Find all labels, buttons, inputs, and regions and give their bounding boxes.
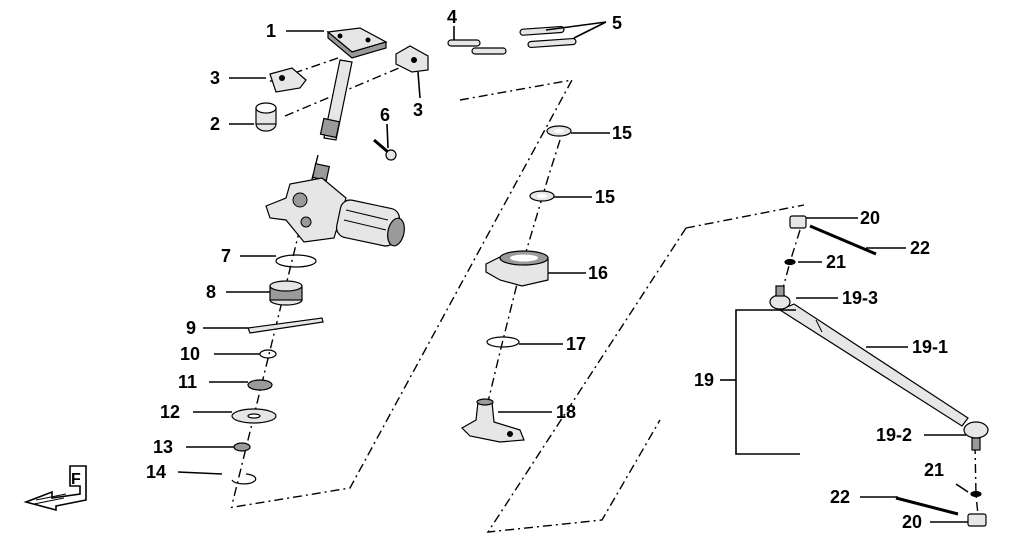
callout-21-lower: 21 <box>924 460 944 480</box>
callout-10: 10 <box>180 344 200 364</box>
callout-17: 17 <box>566 334 586 354</box>
part-washer-upper <box>784 258 796 266</box>
callout-3-left: 3 <box>210 68 220 88</box>
part-cotter-pin-lower <box>895 496 959 516</box>
callout-18: 18 <box>556 402 576 422</box>
callout-2: 2 <box>210 114 220 134</box>
callout-7: 7 <box>221 246 231 266</box>
callout-11: 11 <box>178 372 197 392</box>
part-dust-boot <box>269 280 303 306</box>
callout-5: 5 <box>612 13 622 33</box>
part-clamp-left <box>269 67 307 93</box>
part-castle-nut-lower <box>967 513 987 527</box>
part-washer-small <box>259 349 277 359</box>
front-indicator-letter: F <box>71 471 81 488</box>
part-washer-lower <box>970 490 982 498</box>
part-plate-washer <box>231 408 277 424</box>
callout-19-3: 19-3 <box>842 288 878 308</box>
part-tie-rod-end-upper <box>769 285 791 310</box>
callout-12: 12 <box>160 402 180 422</box>
callout-15-lower: 15 <box>595 187 615 207</box>
callout-20-upper: 20 <box>860 208 880 228</box>
callout-15-upper: 15 <box>612 123 632 143</box>
part-clamp-right <box>395 45 429 73</box>
callout-22-upper: 22 <box>910 238 930 258</box>
callout-14: 14 <box>146 462 166 482</box>
callout-4: 4 <box>447 7 457 27</box>
part-bearing-lower <box>529 190 555 202</box>
part-pins <box>447 39 507 55</box>
leader-lines <box>177 21 969 523</box>
part-cotter-pin <box>247 317 324 334</box>
part-snap-ring <box>231 473 257 485</box>
part-steering-shaft <box>311 59 353 182</box>
callout-19-1: 19-1 <box>912 337 948 357</box>
part-nut-small <box>233 442 251 452</box>
callout-20-lower: 20 <box>902 512 922 532</box>
callout-6: 6 <box>380 105 390 125</box>
callout-19-2: 19-2 <box>876 425 912 445</box>
callout-22-lower: 22 <box>830 487 850 507</box>
part-clamp-ring <box>275 254 317 268</box>
callout-9: 9 <box>186 318 196 338</box>
front-direction-indicator: F <box>23 465 87 512</box>
part-lower-bracket <box>461 398 525 443</box>
part-oil-seal <box>486 336 520 348</box>
callout-13: 13 <box>153 437 173 457</box>
part-bearing-housing <box>485 250 549 287</box>
part-tie-rod <box>778 303 969 427</box>
callout-labels: 1 3 2 3 4 5 6 7 8 9 10 11 12 13 14 15 15… <box>146 7 948 532</box>
callout-8: 8 <box>206 282 216 302</box>
callout-16: 16 <box>588 263 608 283</box>
part-castle-nut-upper <box>789 215 807 229</box>
part-bushing <box>255 102 277 132</box>
part-tie-rod-end-lower <box>963 421 989 451</box>
part-nut <box>247 379 273 391</box>
part-bearing-upper <box>546 125 572 137</box>
part-cotter-pin-upper <box>809 224 877 256</box>
callout-19: 19 <box>694 370 714 390</box>
part-bolt <box>373 138 397 161</box>
callout-21-upper: 21 <box>826 252 846 272</box>
part-top-mount-plate <box>326 27 388 59</box>
part-steering-gearbox <box>265 177 405 247</box>
callout-1: 1 <box>266 21 276 41</box>
callout-3-right: 3 <box>413 100 423 120</box>
